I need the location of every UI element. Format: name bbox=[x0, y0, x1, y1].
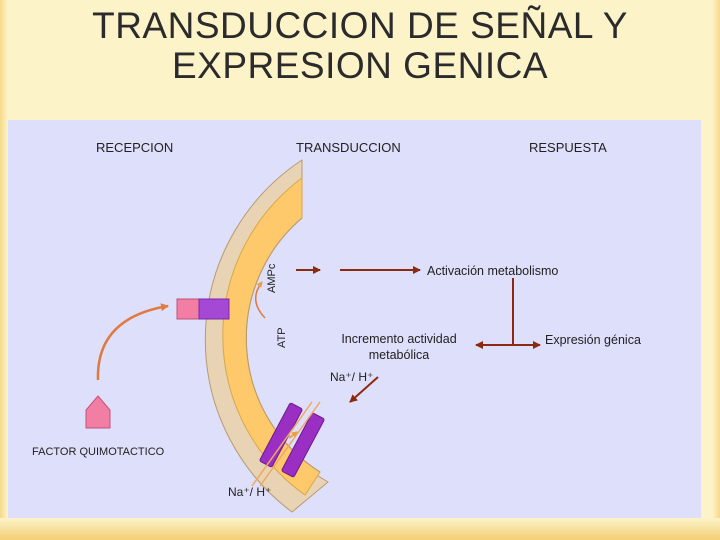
frame-bottom-border bbox=[0, 518, 720, 540]
slide-title-line2: EXPRESION GENICA bbox=[171, 45, 549, 86]
header-transduction: TRANSDUCCION bbox=[296, 140, 401, 155]
ion-channel bbox=[251, 401, 325, 487]
label-chemotactic-factor: FACTOR QUIMOTACTICO bbox=[32, 446, 165, 458]
diagram-panel bbox=[8, 120, 701, 518]
slide-title-line1: TRANSDUCCION DE SEÑAL Y bbox=[92, 5, 628, 46]
label-atp: ATP bbox=[276, 327, 288, 348]
chemotactic-factor-icon bbox=[85, 395, 111, 429]
frame-left-border bbox=[0, 0, 8, 540]
membrane-inner-edge bbox=[245, 217, 321, 473]
label-ion-inner: Na⁺/ H⁺ bbox=[330, 370, 373, 384]
label-campc: AMPc bbox=[266, 263, 278, 293]
ligand-binding-arrow bbox=[96, 303, 169, 381]
receptor-outer bbox=[176, 298, 200, 320]
label-metabolism-activation: Activación metabolismo bbox=[427, 264, 558, 278]
label-metabolic-increase-line1: Incremento actividad bbox=[341, 332, 456, 346]
label-ion-outer: Na⁺/ H⁺ bbox=[228, 485, 271, 499]
frame-right-border bbox=[712, 0, 720, 540]
label-gene-expression: Expresión génica bbox=[545, 333, 641, 347]
header-reception: RECEPCION bbox=[96, 140, 173, 155]
ion-arrow-inner bbox=[349, 376, 379, 403]
header-response: RESPUESTA bbox=[529, 140, 607, 155]
slide-title: TRANSDUCCION DE SEÑAL Y EXPRESION GENICA bbox=[0, 6, 720, 86]
label-metabolic-increase-line2: metabólica bbox=[369, 348, 429, 362]
receptor-inner bbox=[198, 298, 230, 320]
atp-to-campc-arrow bbox=[255, 281, 266, 319]
